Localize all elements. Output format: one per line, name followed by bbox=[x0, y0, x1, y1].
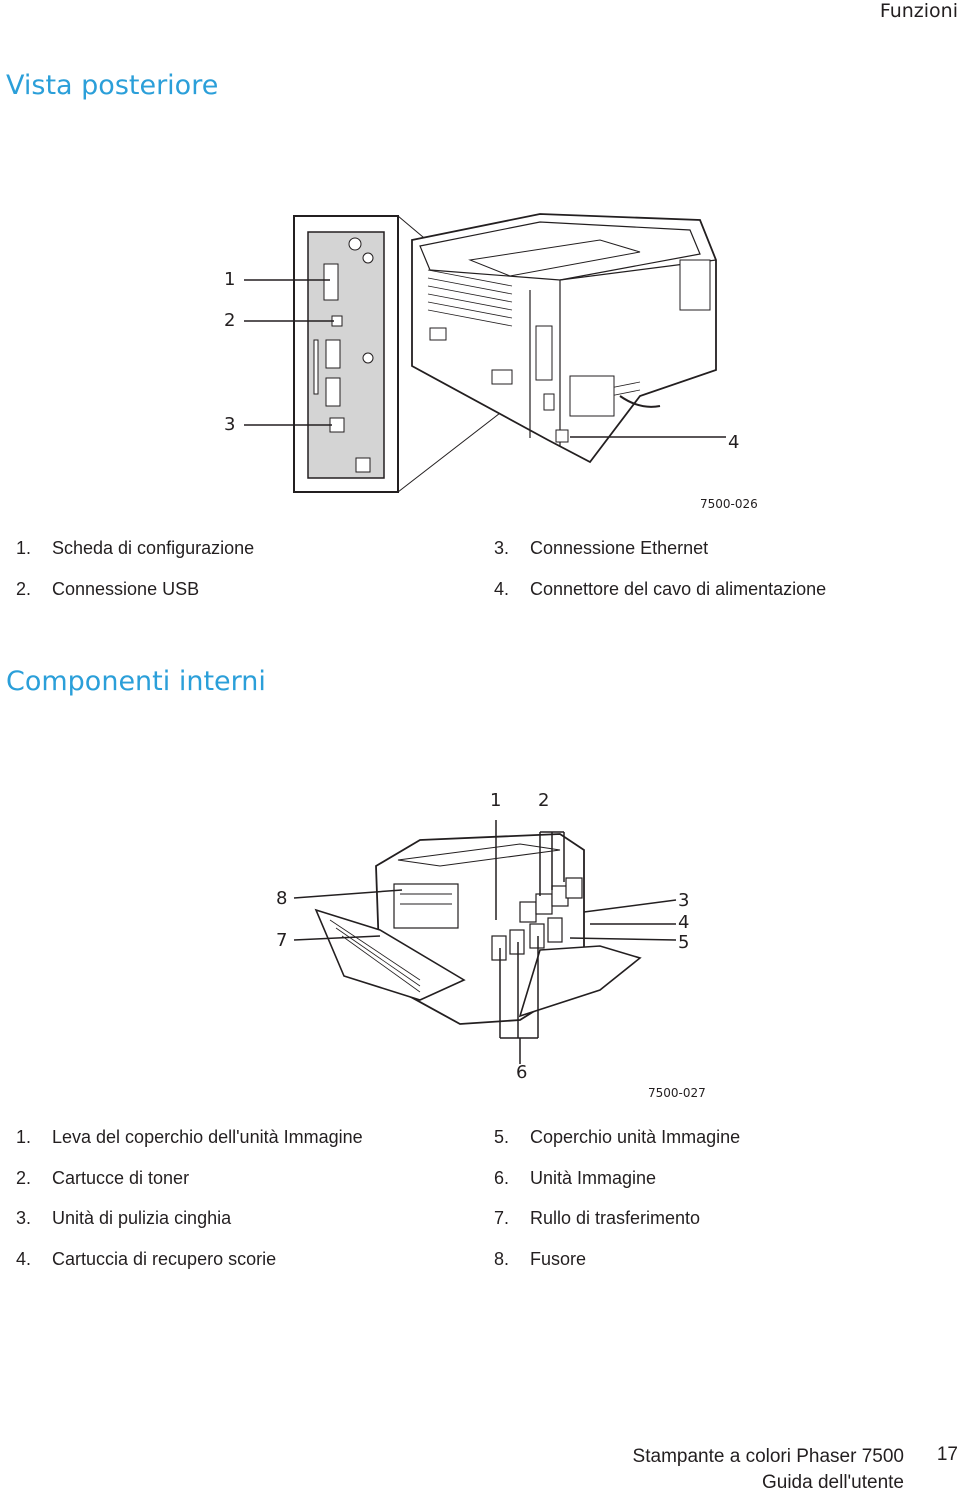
legend-item: 3.Connessione Ethernet bbox=[494, 538, 709, 558]
callout-4: 4 bbox=[728, 432, 740, 453]
internal-components-illustration bbox=[293, 820, 677, 1064]
rear-view-illustration bbox=[244, 213, 726, 493]
internal-components-heading: Componenti interni bbox=[6, 666, 266, 697]
callout-1: 1 bbox=[490, 790, 502, 811]
callout-4: 4 bbox=[678, 912, 690, 933]
legend-item: 8.Fusore bbox=[494, 1249, 587, 1269]
callout-8: 8 bbox=[276, 888, 288, 909]
legend-item: 2.Cartucce di toner bbox=[16, 1168, 190, 1188]
legend-item: 2.Connessione USB bbox=[16, 579, 200, 599]
legend-item: 4.Connettore del cavo di alimentazione bbox=[494, 579, 827, 599]
page-number: 17 bbox=[936, 1444, 958, 1465]
legend-item: 6.Unità Immagine bbox=[494, 1168, 657, 1188]
footer-guide: Guida dell'utente bbox=[761, 1472, 904, 1493]
figure-code: 7500-026 bbox=[700, 497, 758, 511]
callout-3: 3 bbox=[678, 890, 690, 911]
callout-3: 3 bbox=[224, 414, 236, 435]
legend-item: 1.Scheda di configurazione bbox=[16, 538, 255, 558]
footer-title: Stampante a colori Phaser 7500 Guida del… bbox=[633, 1444, 904, 1496]
callout-7: 7 bbox=[276, 930, 288, 951]
legend-item: 3.Unità di pulizia cinghia bbox=[16, 1208, 232, 1228]
running-header: Funzioni bbox=[879, 0, 958, 22]
figure-code: 7500-027 bbox=[648, 1086, 706, 1100]
legend-item: 4.Cartuccia di recupero scorie bbox=[16, 1249, 277, 1269]
callout-1: 1 bbox=[224, 269, 236, 290]
legend-item: 5.Coperchio unità Immagine bbox=[494, 1127, 741, 1147]
rear-view-heading: Vista posteriore bbox=[6, 70, 219, 101]
footer-product: Stampante a colori Phaser 7500 bbox=[632, 1446, 904, 1467]
callout-5: 5 bbox=[678, 932, 690, 953]
legend-item: 7.Rullo di trasferimento bbox=[494, 1208, 701, 1228]
callout-2: 2 bbox=[538, 790, 550, 811]
rear-view-figure: 1 2 3 4 7500-026 bbox=[0, 200, 960, 530]
callout-2: 2 bbox=[224, 310, 236, 331]
callout-6: 6 bbox=[516, 1062, 528, 1083]
internal-components-figure: 1 2 3 4 5 6 7 8 7500-027 bbox=[0, 780, 960, 1110]
legend-item: 1.Leva del coperchio dell'unità Immagine bbox=[16, 1127, 363, 1147]
